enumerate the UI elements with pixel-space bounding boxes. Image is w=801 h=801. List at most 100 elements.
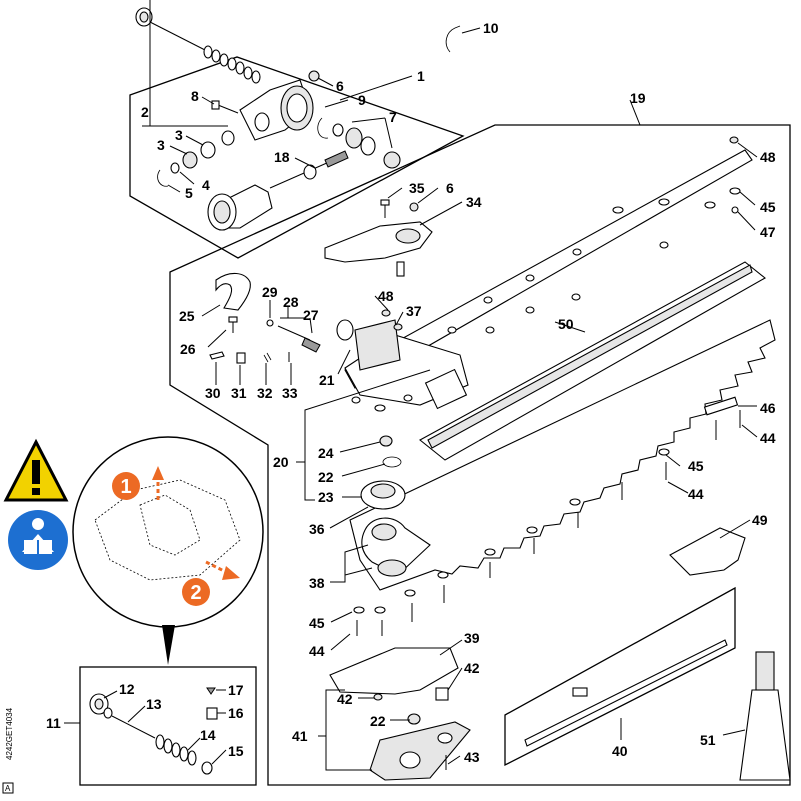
callout-36: 36	[309, 521, 325, 537]
grease-tube-51	[739, 651, 791, 781]
callout-46: 46	[760, 400, 776, 416]
callout-9: 9	[358, 92, 366, 108]
page-marker: A	[2, 782, 14, 794]
callout-1: 1	[417, 68, 425, 84]
bolt-8	[211, 100, 239, 114]
callout-26: 26	[180, 341, 196, 357]
cover-plate-39	[329, 647, 459, 695]
callout-35: 35	[409, 180, 425, 196]
clamp-25	[215, 272, 251, 311]
callout-16: 16	[228, 705, 244, 721]
callout-6-lower: 6	[446, 180, 454, 196]
callout-49: 49	[752, 512, 768, 528]
callout-13: 13	[146, 696, 162, 712]
callout-10: 10	[483, 20, 499, 36]
guard-group-frame	[504, 586, 736, 767]
small-parts-30-33	[209, 351, 290, 364]
callout-3-lower: 3	[157, 137, 165, 153]
callout-3-upper: 3	[175, 127, 183, 143]
callout-18: 18	[274, 149, 290, 165]
leader-lines	[64, 0, 758, 771]
svg-text:1: 1	[120, 476, 131, 498]
callout-45-upper: 45	[760, 199, 776, 215]
bearing-stack-7	[317, 117, 401, 169]
callout-51: 51	[700, 732, 716, 748]
washer-22	[379, 435, 393, 447]
detail-pointer	[162, 625, 175, 665]
blade-50	[419, 261, 766, 461]
callout-44-right: 44	[760, 430, 776, 446]
svg-text:2: 2	[190, 582, 201, 604]
callout-44-lower: 44	[309, 643, 325, 659]
callout-38: 38	[309, 575, 325, 591]
callout-labels: 10 1 6 8 9 2 7 3 3 18 4 5 35 6 34 19 48 …	[46, 20, 776, 765]
warning-triangle-icon	[3, 438, 69, 502]
step-1-badge: 1	[112, 472, 140, 500]
screw-35	[380, 199, 390, 218]
callout-6: 6	[336, 78, 344, 94]
callout-7: 7	[389, 109, 397, 125]
svg-text:A: A	[5, 784, 11, 793]
washer-22-lower	[407, 713, 421, 725]
fasteners	[351, 136, 741, 770]
callout-40: 40	[612, 743, 628, 759]
nut-6	[409, 202, 419, 212]
callout-29: 29	[262, 284, 278, 300]
callout-39: 39	[464, 630, 480, 646]
callout-21: 21	[319, 372, 335, 388]
connecting-rod-38	[361, 517, 431, 577]
plate-46	[703, 396, 739, 416]
handle-34	[324, 221, 433, 277]
gearbox-group-frame	[129, 56, 465, 259]
callout-15: 15	[228, 743, 244, 759]
shaft-27-28-29	[266, 319, 321, 353]
callout-17: 17	[228, 682, 244, 698]
callout-45-lower: 45	[309, 615, 325, 631]
inset-shaft-parts	[89, 687, 218, 775]
gear-36	[360, 480, 406, 510]
callout-31: 31	[231, 385, 247, 401]
callout-12: 12	[119, 681, 135, 697]
main-group-frame	[169, 124, 791, 786]
side-code: 4242GET4034	[5, 707, 14, 760]
guard-strip-40	[524, 639, 728, 747]
callout-34: 34	[466, 194, 482, 210]
callout-4: 4	[202, 177, 210, 193]
callout-20: 20	[273, 454, 289, 470]
step-2-badge: 2	[182, 578, 210, 606]
detail-circle	[72, 436, 264, 628]
callout-24: 24	[318, 445, 334, 461]
callout-50: 50	[558, 316, 574, 332]
callout-48-upper: 48	[760, 149, 776, 165]
base-plate-41	[369, 721, 471, 781]
callout-27: 27	[303, 307, 319, 323]
callout-30: 30	[205, 385, 221, 401]
ring-23	[382, 456, 402, 468]
clip-42	[435, 687, 449, 701]
wire-spring	[445, 25, 461, 53]
cutter-blade	[349, 319, 776, 591]
gear-housing-4	[207, 184, 273, 231]
callout-47: 47	[760, 224, 776, 240]
callout-48-mid: 48	[378, 288, 394, 304]
callout-32: 32	[257, 385, 273, 401]
bevel-gear-18	[269, 150, 349, 189]
gearbox-housing	[239, 70, 320, 141]
callout-37: 37	[406, 303, 422, 319]
guard-clip-40	[572, 687, 588, 697]
screw-26	[228, 316, 238, 333]
callout-2: 2	[141, 104, 149, 120]
callout-43: 43	[464, 749, 480, 765]
read-manual-icon	[8, 510, 68, 570]
bearing-stack-2	[157, 130, 235, 187]
callout-41: 41	[292, 728, 308, 744]
callout-33: 33	[282, 385, 298, 401]
callout-14: 14	[200, 727, 216, 743]
callout-19: 19	[630, 90, 646, 106]
callout-45-mid: 45	[688, 458, 704, 474]
support-bar-19	[344, 149, 753, 389]
callout-22-lower: 22	[370, 713, 386, 729]
callout-5: 5	[185, 185, 193, 201]
guard-49	[669, 527, 746, 576]
